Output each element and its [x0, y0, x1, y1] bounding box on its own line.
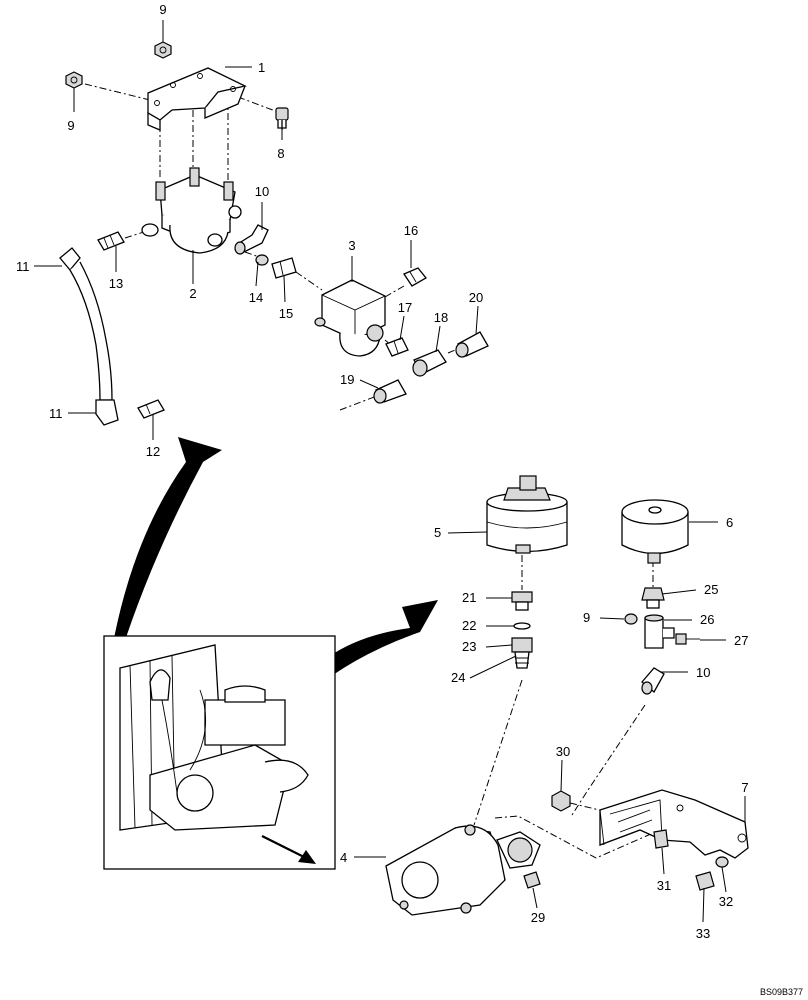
bracket-part-7 [599, 789, 749, 859]
callout-25: 25 [704, 582, 718, 597]
callout-8: 8 [277, 146, 284, 161]
callout-11: 11 [16, 259, 30, 274]
callout-7: 7 [741, 780, 748, 795]
sensor-part-19 [373, 379, 407, 404]
inset-direction-arrow [261, 835, 316, 864]
leader-lines [34, 20, 746, 923]
callout-19: 19 [340, 372, 354, 387]
callout-9: 9 [583, 610, 590, 625]
nut-part-9-lower [624, 613, 638, 625]
nut-part-9-left [65, 71, 83, 89]
fitting-part-21 [511, 591, 533, 611]
bolt-part-8 [275, 107, 289, 130]
bracket-part-1 [147, 67, 247, 131]
callout-2: 2 [189, 286, 196, 301]
callout-24: 24 [451, 670, 465, 685]
callout-23: 23 [462, 639, 476, 654]
callout-13: 13 [109, 276, 123, 291]
callout-10: 10 [255, 184, 269, 199]
nut-part-9-top [154, 41, 172, 59]
hose-part-11 [59, 247, 119, 426]
callout-6: 6 [726, 515, 733, 530]
callout-32: 32 [719, 894, 733, 909]
callout-4: 4 [340, 850, 347, 865]
callout-31: 31 [657, 878, 671, 893]
callout-15: 15 [279, 306, 293, 321]
callout-labels: 9 9 1 8 10 3 16 11 13 2 14 15 17 20 18 1… [16, 2, 749, 941]
tee-part-18 [412, 349, 447, 377]
overview-inset [103, 635, 336, 870]
callout-10: 10 [696, 665, 710, 680]
fitting-part-15 [271, 257, 297, 279]
fitting-part-23 [511, 637, 533, 669]
figure-reference-code: BS09B377 [760, 987, 803, 997]
callout-16: 16 [404, 223, 418, 238]
callout-1: 1 [258, 60, 265, 75]
callout-12: 12 [146, 444, 160, 459]
callout-5: 5 [434, 525, 441, 540]
elbow-part-10-top [234, 224, 269, 255]
fitting-part-25 [641, 587, 665, 609]
callout-30: 30 [556, 744, 570, 759]
bolt-part-27 [675, 633, 700, 645]
elbow-part-10-lower [641, 667, 665, 695]
callout-20: 20 [469, 290, 483, 305]
callout-18: 18 [434, 310, 448, 325]
nut-part-30 [551, 790, 571, 812]
pump-motor-part-4 [385, 824, 541, 916]
callout-9: 9 [159, 2, 166, 17]
callout-26: 26 [700, 612, 714, 627]
fitting-part-12 [137, 399, 165, 419]
callout-27: 27 [734, 633, 748, 648]
fitting-part-29 [523, 871, 541, 889]
valve-part-2 [141, 167, 242, 254]
nut-part-32 [715, 856, 729, 868]
oring-part-22 [513, 622, 531, 630]
bolt-part-31 [653, 829, 669, 849]
callout-3: 3 [348, 238, 355, 253]
washer-part-14 [255, 254, 269, 266]
fitting-part-13 [97, 231, 125, 251]
switch-part-16 [403, 267, 427, 287]
callout-17: 17 [398, 300, 412, 315]
callout-21: 21 [462, 590, 476, 605]
assembly-lines [84, 83, 661, 859]
bolt-part-33 [695, 871, 715, 891]
reservoir-part-5 [486, 475, 568, 554]
callout-14: 14 [249, 290, 263, 305]
tee-part-26 [644, 614, 675, 649]
callout-9: 9 [67, 118, 74, 133]
callout-29: 29 [531, 910, 545, 925]
callout-22: 22 [462, 618, 476, 633]
switch-part-20 [455, 331, 489, 358]
accumulator-part-6 [621, 499, 689, 564]
callout-11: 11 [49, 406, 63, 421]
callout-33: 33 [696, 926, 710, 941]
fitting-part-17 [385, 337, 409, 357]
valve-part-3 [314, 279, 386, 357]
